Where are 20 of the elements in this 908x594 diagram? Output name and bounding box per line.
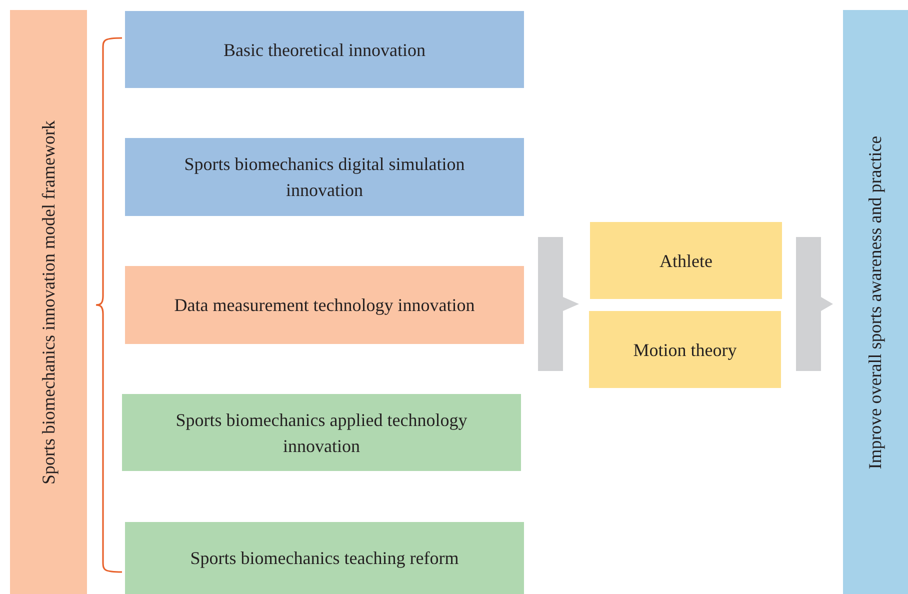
process-box <box>125 11 524 88</box>
box-label: Sports biomechanics digital simulation innovation <box>183 153 466 202</box>
process-box <box>125 138 524 216</box>
vertical-band <box>10 10 87 594</box>
process-box <box>590 222 782 299</box>
box-label: Motion theory <box>632 338 738 362</box>
process-box <box>589 311 781 388</box>
box-label: Sports biomechanics teaching reform <box>189 547 460 570</box>
box-label: Sports biomechanics applied technology innovation <box>174 408 468 458</box>
band-label: Improve overall sports awareness and practice <box>864 135 886 469</box>
process-box <box>122 394 521 471</box>
process-box <box>125 522 524 594</box>
box-label: Basic theoretical innovation <box>222 38 426 62</box>
box-label: Data measurement technology innovation <box>173 294 476 317</box>
box-label: Athlete <box>658 250 714 272</box>
block-arrow <box>796 237 833 371</box>
band-label: Sports biomechanics innovation model framework <box>37 120 60 484</box>
vertical-band <box>843 10 908 594</box>
block-arrow <box>538 237 579 371</box>
process-box <box>125 266 524 344</box>
